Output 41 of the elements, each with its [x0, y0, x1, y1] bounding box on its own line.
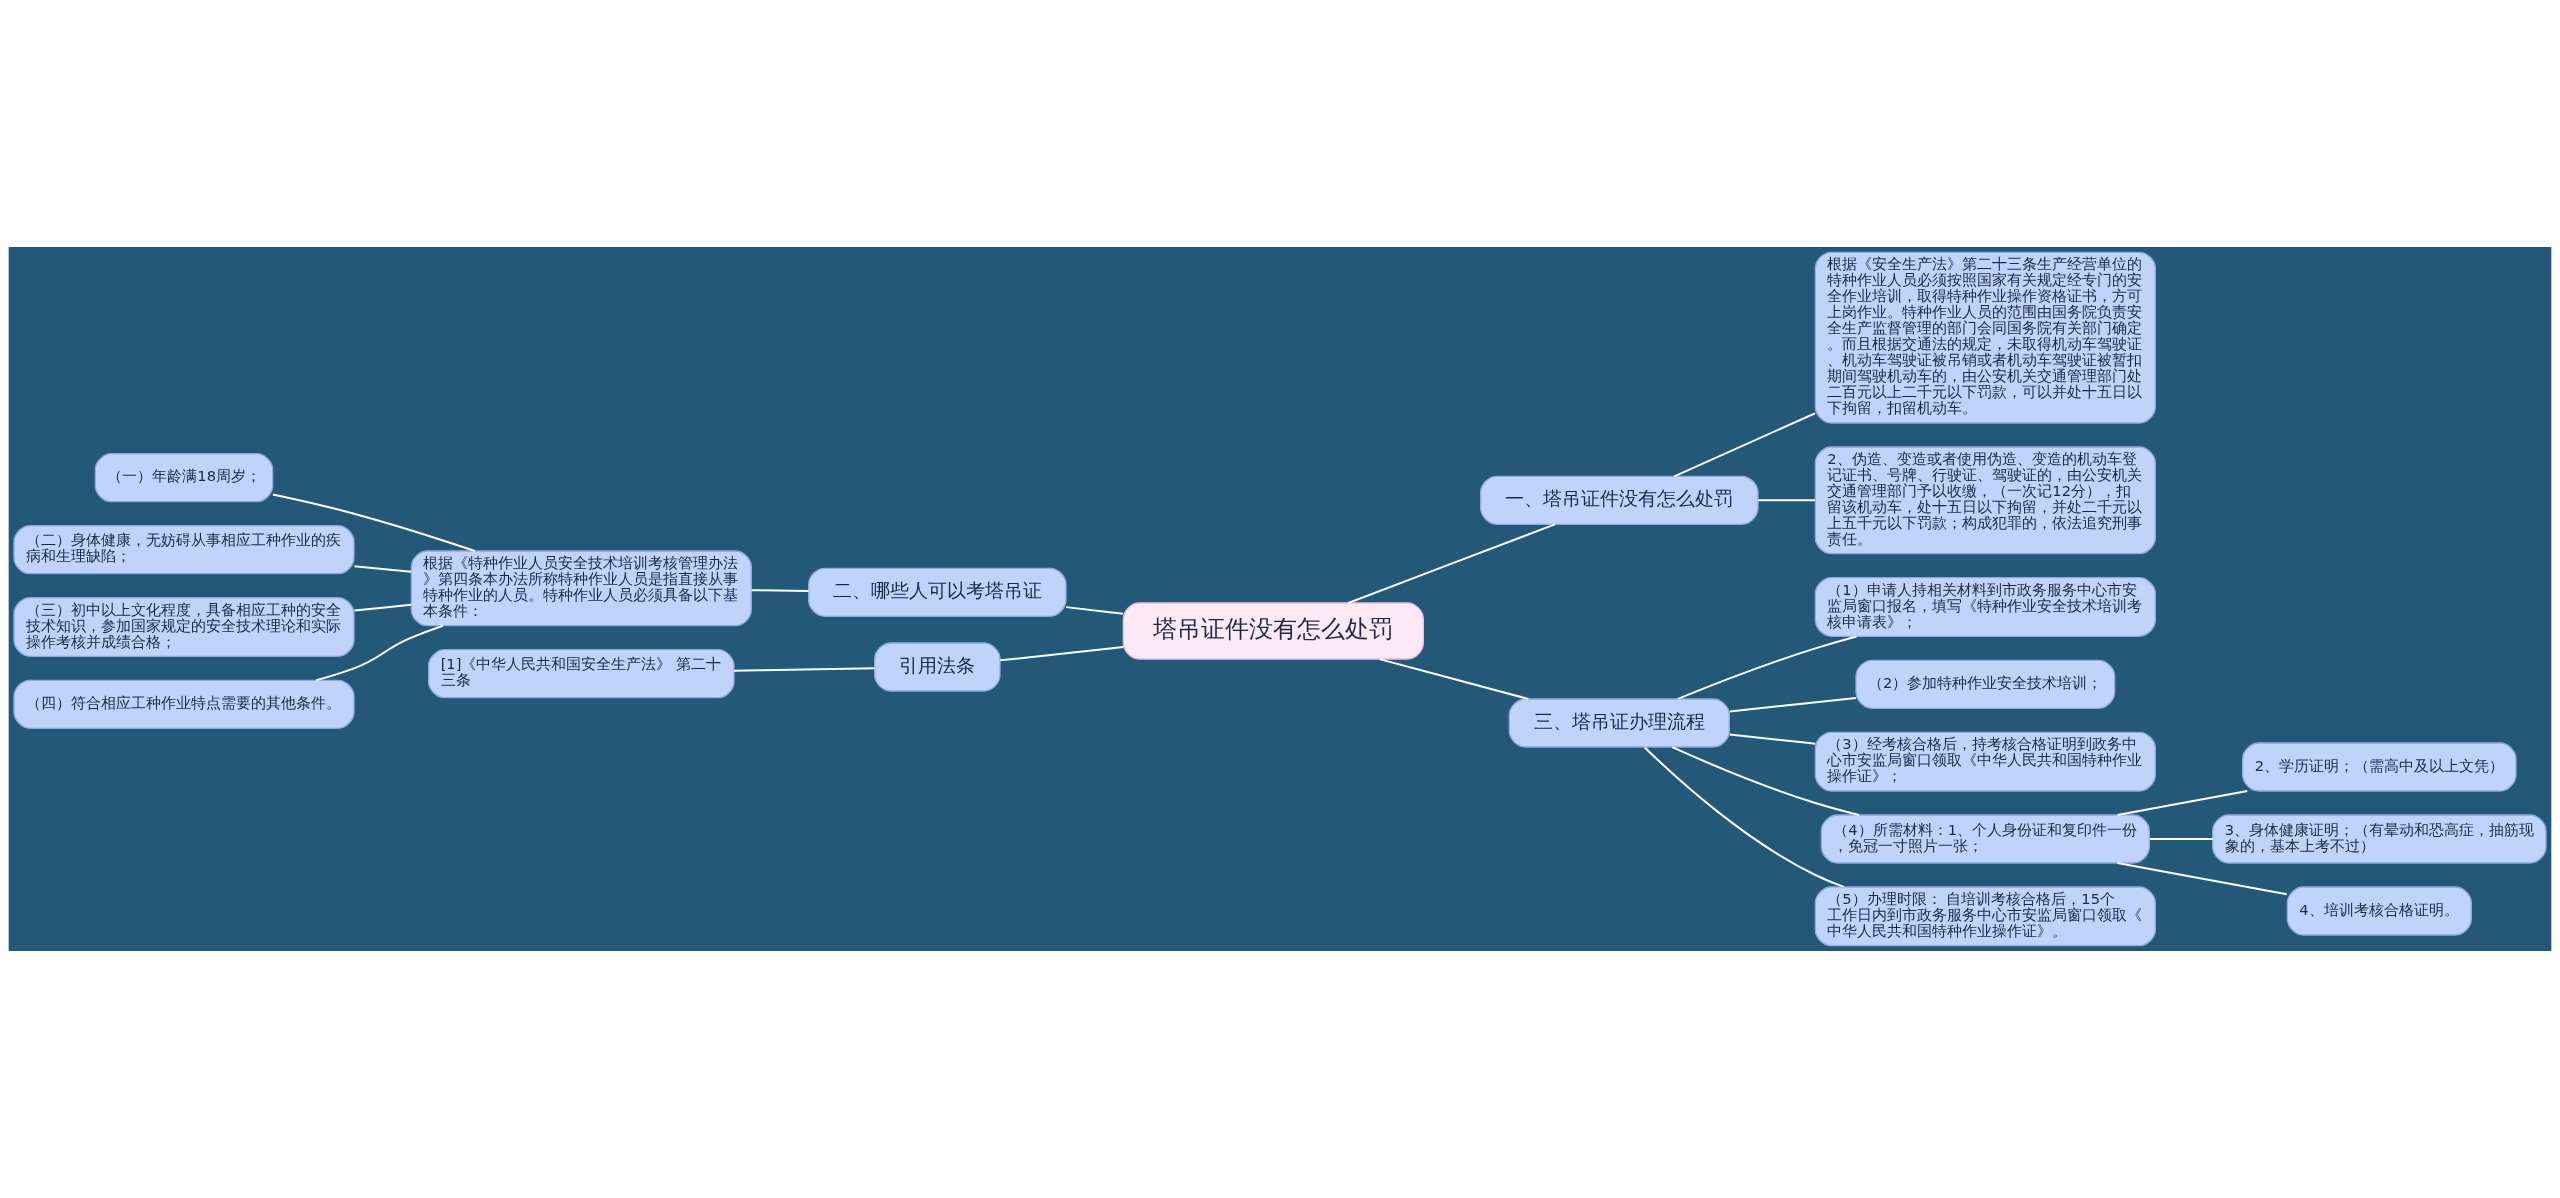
node-box: （5）办理时限： 自培训考核合格后，15个工作日内到市政务服务中心市安监局窗口领取《中华人民共和国特种作业操作证》。 [1814, 886, 2156, 947]
connector [315, 624, 444, 682]
node-box: （2）参加特种作业安全技术培训； [1855, 659, 2116, 709]
node-box: 2、学历证明；（需高中及以上文凭） [2242, 742, 2517, 792]
connector [1671, 746, 1860, 816]
node-box: 一、塔吊证件没有怎么处罚 [1480, 475, 1759, 525]
connector [1065, 606, 1124, 615]
node-box: （二）身体健康，无妨碍从事相应工种作业的疾病和生理缺陷； [13, 525, 355, 575]
connector [2148, 838, 2214, 840]
node-box: （一）年龄满18周岁； [94, 453, 274, 503]
node-box: 塔吊证件没有怎么处罚 [1122, 602, 1424, 660]
connector [1378, 658, 1530, 700]
connector [353, 603, 413, 612]
node-box: 根据《安全生产法》第二十三条生产经营单位的特种作业人员必须按照国家有关规定经专门的安全作业培训，取得特种作业操作资格证书，方可上岗作业。特种作业人员的范围由国务院负责安全生产监督管理的部门会同国务院有关部门确定。而且根据交通法的规定，未取得机动车驾驶证、机动车驾驶证被吊销或者机动车驾驶证被暂扣期间驾驶机动车的，由公安机关交通管理部门处二百元以上二千元以下罚款，可以并处十五日以下拘留，扣留机动车。 [1814, 251, 2156, 424]
connector [2116, 862, 2288, 896]
node-box: 3、身体健康证明；（有晕动和恐高症，抽筋现象的，基本上考不过） [2212, 814, 2547, 864]
connector [999, 646, 1125, 662]
node-box: 二、哪些人可以考塔吊证 [808, 567, 1067, 617]
node-box: 三、塔吊证办理流程 [1508, 698, 1730, 748]
node-box: （四）符合相应工种作业特点需要的其他条件。 [13, 679, 355, 729]
connector [1673, 412, 1817, 478]
connector [353, 565, 413, 573]
node-box: 引用法条 [874, 642, 1001, 692]
connector [1347, 523, 1556, 604]
node-box: [1]《中华人民共和国安全生产法》 第二十三条 [428, 649, 735, 699]
node-box: 4、培训考核合格证明。 [2286, 886, 2472, 936]
node-box: （4）所需材料：1、个人身份证和复印件一份，免冠一寸照片一张； [1820, 814, 2150, 864]
node-box: （三）初中以上文化程度，具备相应工种的安全技术知识，参加国家规定的安全技术理论和实际操作考核并成绩合格； [13, 597, 355, 657]
connector [750, 589, 810, 592]
connector [1728, 696, 1857, 713]
connector [1728, 733, 1817, 745]
node-box: （1）申请人持相关材料到市政务服务中心市安监局窗口报名，填写《特种作业安全技术培训考核申请表》； [1814, 577, 2156, 637]
node-box: （3）经考核合格后，持考核合格证明到政务中心市安监局窗口领取《中华人民共和国特种作业操作证》； [1814, 731, 2156, 792]
connector [2116, 790, 2249, 816]
connector [733, 667, 876, 672]
connector [1757, 499, 1817, 502]
node-box: 2、伪造、变造或者使用伪造、变造的机动车登记证书、号牌、行驶证、驾驶证的，由公安机关交通管理部门予以收缴，（一次记12分），扣留该机动车，处十五日以下拘留，并处二千元以上五千元以下罚款；构成犯罪的，依法追究刑事责任。 [1814, 446, 2156, 555]
node-box: 根据《特种作业人员安全技术培训考核管理办法》第四条本办法所称特种作业人员是指直接从事特种作业的人员。特种作业人员必须具备以下基本条件： [410, 550, 752, 627]
connector [1643, 746, 1845, 888]
connector [1676, 635, 1858, 700]
connector [271, 493, 476, 552]
